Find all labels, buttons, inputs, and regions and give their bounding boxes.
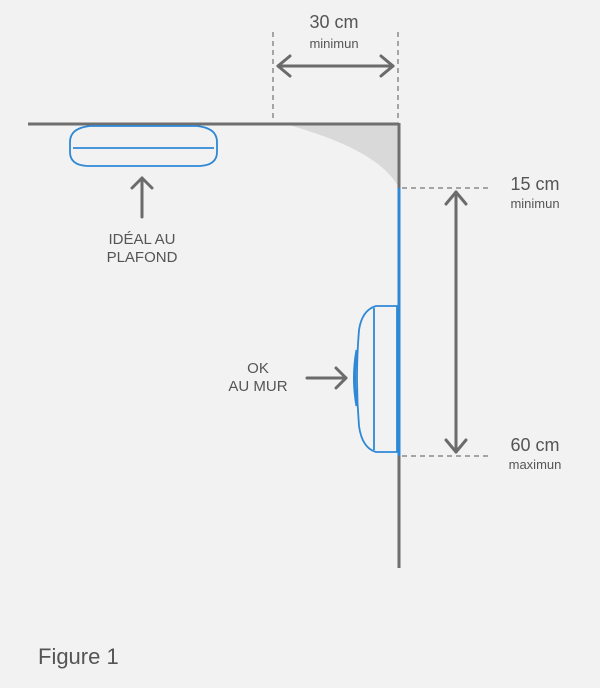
wall-label-line2: AU MUR <box>228 378 287 395</box>
upper-dim-qualifier: minimun <box>510 196 559 211</box>
top-dim-qualifier: minimun <box>309 36 358 51</box>
lower-dim-value: 60 cm <box>510 435 559 455</box>
ceiling-label-line1: IDÉAL AU <box>109 231 176 248</box>
wall-detector-icon <box>353 305 398 453</box>
figure-caption: Figure 1 <box>38 644 119 669</box>
right-arrow-icon <box>305 366 348 390</box>
double-arrow-icon <box>276 54 395 78</box>
ceiling-label-line2: PLAFOND <box>107 249 178 266</box>
lower-dim-qualifier: maximun <box>509 457 562 472</box>
top-dim-value: 30 cm <box>309 12 358 32</box>
ceiling-detector-icon <box>69 125 218 167</box>
upper-dim-value: 15 cm <box>510 174 559 194</box>
double-arrow-icon <box>444 190 468 454</box>
dead-air-zone <box>285 124 399 188</box>
up-arrow-icon <box>130 176 154 219</box>
wall-label-line1: OK <box>247 360 269 377</box>
